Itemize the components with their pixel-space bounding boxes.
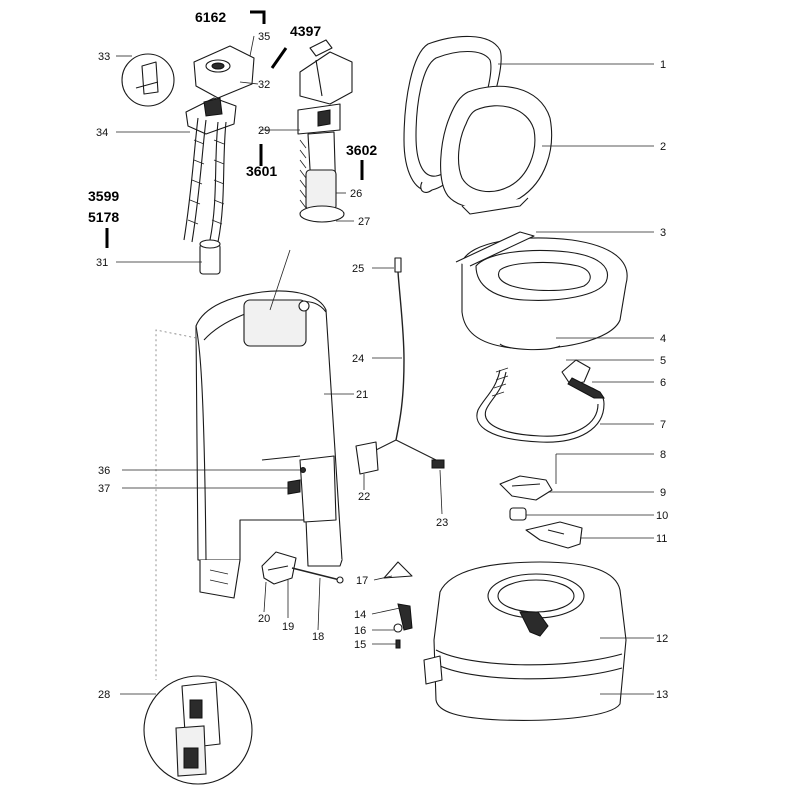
valve-assembly-part-32-35 — [183, 45, 255, 243]
callout-16: 16 — [354, 625, 366, 637]
part-number-4397: 4397 — [290, 23, 321, 39]
callout-3: 3 — [660, 227, 666, 239]
callout-14: 14 — [354, 609, 366, 621]
small-parts-8-11 — [499, 475, 583, 549]
seal-hose-part-7 — [476, 367, 605, 443]
callout-1: 1 — [660, 59, 666, 71]
callout-35: 35 — [258, 31, 270, 43]
part-number-markers — [105, 10, 364, 248]
callout-labels: 1 2 3 4 5 6 7 8 9 10 11 12 13 14 15 16 1… — [96, 31, 668, 701]
callout-12: 12 — [656, 633, 668, 645]
callout-10: 10 — [656, 510, 668, 522]
callout-4: 4 — [660, 333, 666, 345]
valve-mechanism-18-20 — [261, 551, 344, 585]
callout-9: 9 — [660, 487, 666, 499]
callout-19: 19 — [282, 621, 294, 633]
callout-23: 23 — [436, 517, 448, 529]
small-parts-14-17 — [383, 561, 413, 649]
callout-17: 17 — [356, 575, 368, 587]
part-number-3602: 3602 — [346, 142, 377, 158]
detail-circle-28 — [143, 329, 253, 785]
cable-harness-22-25 — [355, 257, 445, 475]
part-number-3601: 3601 — [246, 163, 277, 179]
callout-32: 32 — [258, 79, 270, 91]
callout-2: 2 — [660, 141, 666, 153]
flush-pump-part-26-29 — [297, 39, 353, 223]
callout-37: 37 — [98, 483, 110, 495]
part-number-labels: 6162 4397 3602 3601 3599 5178 — [88, 9, 377, 225]
callout-11: 11 — [656, 533, 667, 545]
callout-20: 20 — [258, 613, 270, 625]
callout-6: 6 — [660, 377, 666, 389]
callout-26: 26 — [350, 188, 362, 200]
callout-34: 34 — [96, 127, 108, 139]
callout-29: 29 — [258, 125, 270, 137]
part-number-3599: 3599 — [88, 188, 119, 204]
callout-21: 21 — [356, 389, 368, 401]
callout-13: 13 — [656, 689, 668, 701]
callout-7: 7 — [660, 419, 666, 431]
callout-31: 31 — [96, 257, 108, 269]
callout-28: 28 — [98, 689, 110, 701]
detail-circle-33 — [121, 53, 175, 107]
cabinet-body-part-21 — [195, 290, 343, 599]
callout-27: 27 — [358, 216, 370, 228]
leader-lines — [116, 35, 654, 695]
callout-36: 36 — [98, 465, 110, 477]
callout-25: 25 — [352, 263, 364, 275]
clip-part-5-6 — [561, 359, 605, 399]
seat-ring-part-2 — [440, 85, 553, 215]
callout-33: 33 — [98, 51, 110, 63]
bowl-part-3-4 — [455, 231, 628, 351]
callout-8: 8 — [660, 449, 666, 461]
part-number-5178: 5178 — [88, 209, 119, 225]
callout-24: 24 — [352, 353, 364, 365]
callout-5: 5 — [660, 355, 666, 367]
callout-22: 22 — [358, 491, 370, 503]
part-number-6162: 6162 — [195, 9, 226, 25]
holding-tank-part-12-13 — [423, 561, 627, 721]
sensor-part-31 — [199, 239, 221, 275]
callout-15: 15 — [354, 639, 366, 651]
callout-18: 18 — [312, 631, 324, 643]
